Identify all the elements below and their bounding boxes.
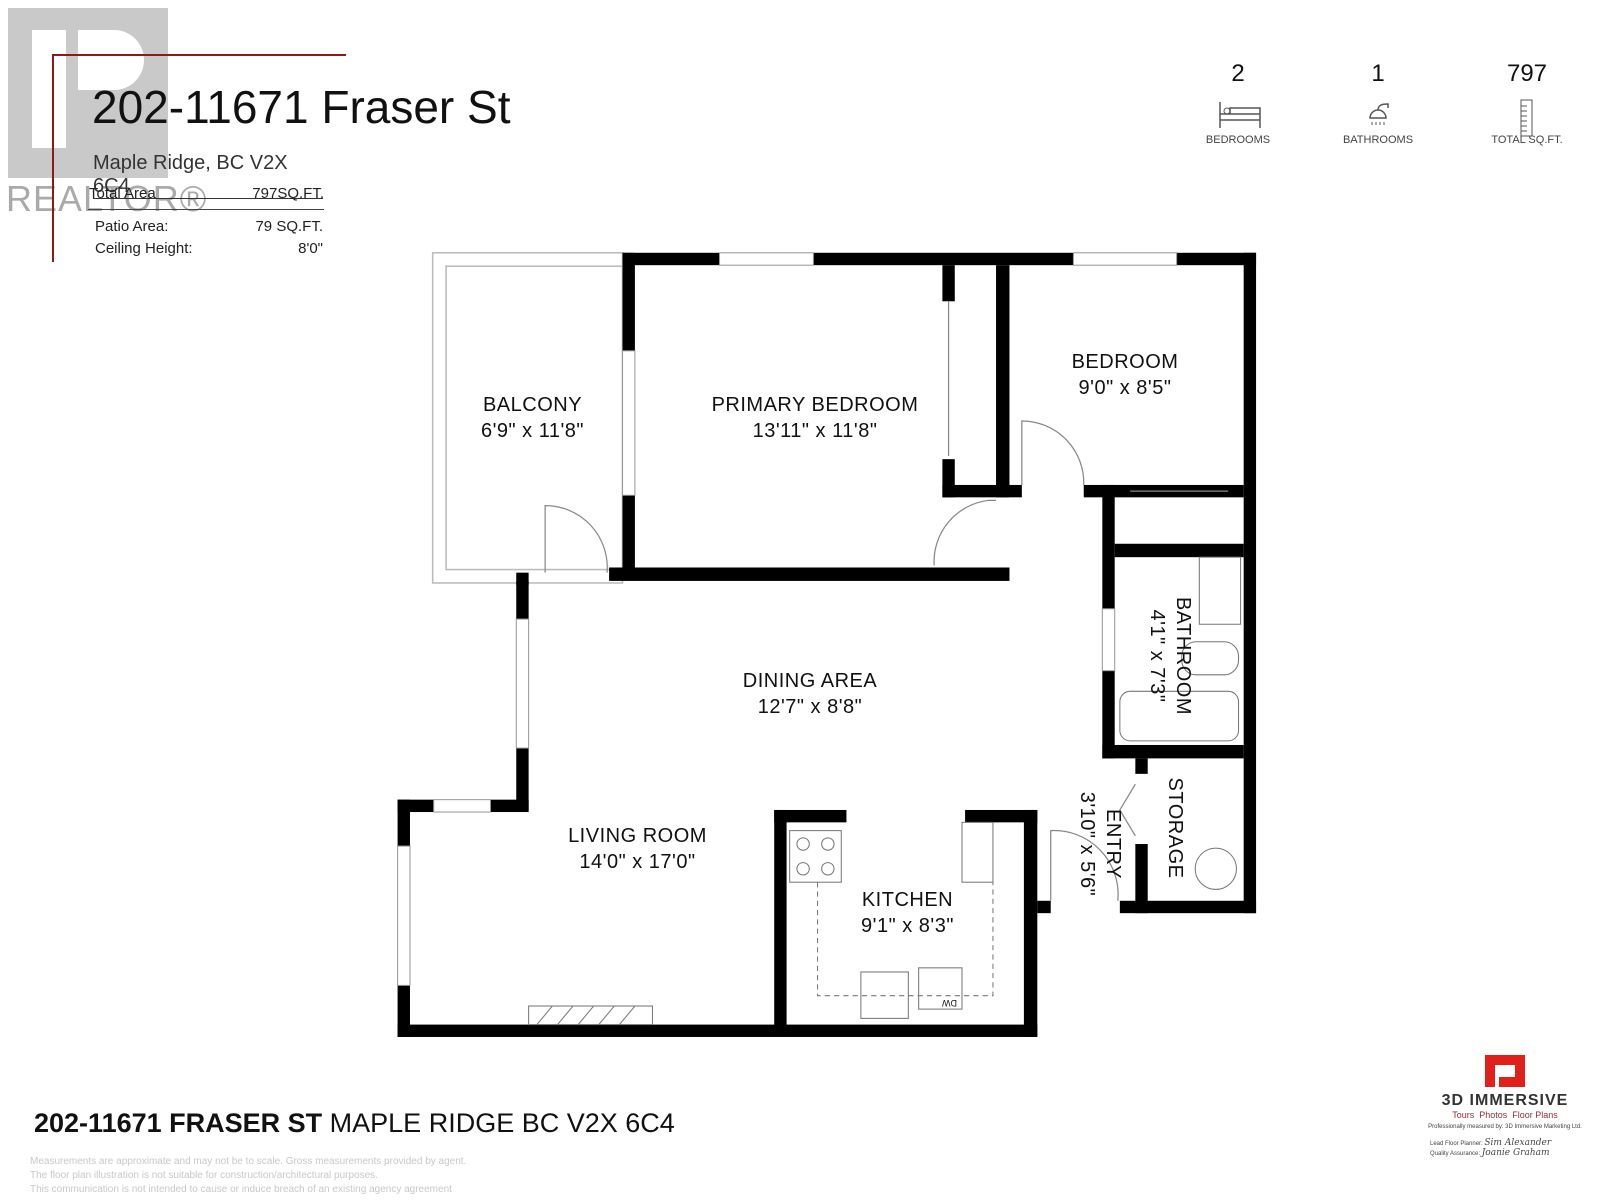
room-name: PRIMARY BEDROOM (711, 394, 919, 416)
room-size: 6'9" x 11'8" (480, 420, 585, 442)
qa-signature: Joanie Graham (1481, 1148, 1550, 1158)
stat-value: 797 (1506, 60, 1548, 87)
shower-icon (1369, 103, 1389, 125)
detail-label: Patio Area: (95, 218, 169, 235)
footer-address-city: MAPLE RIDGE BC V2X 6C4 (329, 1108, 675, 1138)
room-name: DINING AREA (742, 670, 878, 692)
detail-value: 79 SQ.FT. (255, 218, 323, 235)
page-title: 202-11671 Fraser St (92, 81, 511, 133)
brand-tagline: Tours Photos Floor Plans (1452, 1110, 1558, 1120)
dishwasher-label: DW (942, 998, 957, 1008)
room-name: BEDROOM (1071, 351, 1179, 373)
stat-total-sqft: 797 TOTAL SQ.FT. (1467, 60, 1587, 146)
room-name: LIVING ROOM (568, 825, 707, 847)
stat-label: BATHROOMS (1342, 134, 1414, 146)
realtor-logo-watermark (8, 8, 168, 178)
room-kitchen: KITCHEN 9'1" x 8'3" (835, 887, 980, 939)
footer-address: 202-11671 FRASER ST MAPLE RIDGE BC V2X 6… (34, 1108, 675, 1139)
room-name: KITCHEN (861, 889, 954, 911)
room-name: BATHROOM (1172, 596, 1194, 716)
lead-planner-label: Lead Floor Planner: (1430, 1141, 1483, 1147)
detail-value: 797SQ.FT. (252, 185, 324, 202)
disclaimer-line: Measurements are approximate and may not… (30, 1156, 467, 1167)
stat-value: 1 (1371, 60, 1385, 87)
room-name: STORAGE (1164, 777, 1186, 879)
accent-line (52, 54, 54, 262)
detail-patio-area: Patio Area: 79 SQ.FT. (95, 218, 323, 235)
room-size: 12'7" x 8'8" (757, 696, 863, 718)
bed-icon (1219, 102, 1261, 128)
room-dining-area: DINING AREA 12'7" x 8'8" (700, 668, 920, 720)
room-balcony: BALCONY 6'9" x 11'8" (450, 392, 615, 444)
detail-total-area: Total Area 797SQ.FT. (89, 185, 324, 202)
room-size: 3'10" x 5'6" (1076, 791, 1098, 897)
disclaimer-line: This communication is not intended to ca… (30, 1184, 452, 1195)
room-bedroom: BEDROOM 9'0" x 8'5" (1045, 349, 1205, 401)
room-size: 13'11" x 11'8" (752, 420, 878, 442)
qa-label: Quality Assurance: (1430, 1151, 1481, 1157)
divider (88, 209, 324, 210)
fixtures (528, 556, 1242, 1026)
brand-logo-icon (1485, 1055, 1525, 1087)
detail-ceiling-height: Ceiling Height: 8'0" (95, 240, 323, 257)
brand-block: 3D IMMERSIVE Tours Photos Floor Plans Pr… (1420, 1055, 1590, 1158)
page-subtitle: Maple Ridge, BC V2X 6C4 (93, 152, 323, 199)
room-size: 9'1" x 8'3" (861, 915, 954, 937)
lead-planner-signature: Sim Alexander (1484, 1138, 1552, 1148)
room-primary-bedroom: PRIMARY BEDROOM 13'11" x 11'8" (690, 392, 940, 444)
footer-address-street: 202-11671 FRASER ST (34, 1108, 323, 1138)
stat-label: TOTAL SQ.FT. (1491, 134, 1563, 146)
room-living-room: LIVING ROOM 14'0" x 17'0" (540, 823, 735, 875)
room-entry: ENTRY 3'10" x 5'6" (1074, 774, 1126, 914)
windows (397, 252, 1178, 986)
brand-measured-by: Professionally measured by: 3D Immersive… (1428, 1124, 1582, 1130)
stat-bedrooms: 2 BEDROOMS (1178, 60, 1298, 146)
door-swings (544, 301, 1229, 901)
room-name: ENTRY (1102, 809, 1124, 879)
room-size: 9'0" x 8'5" (1078, 377, 1172, 399)
detail-label: Ceiling Height: (95, 240, 193, 257)
room-name: BALCONY (482, 394, 583, 416)
room-size: 14'0" x 17'0" (579, 851, 696, 873)
room-storage: STORAGE (1162, 773, 1188, 883)
stat-value: 2 (1231, 60, 1245, 87)
room-size: 4'1" x 7'3" (1146, 609, 1168, 703)
accent-line (52, 54, 346, 56)
disclaimer-line: The floor plan illustration is not suita… (30, 1170, 378, 1181)
stat-bathrooms: 1 BATHROOMS (1318, 60, 1438, 146)
detail-label: Total Area (89, 185, 156, 202)
brand-name: 3D IMMERSIVE (1441, 1092, 1569, 1109)
ruler-icon (1520, 99, 1533, 137)
detail-value: 8'0" (298, 240, 323, 257)
stat-label: BEDROOMS (1205, 134, 1271, 146)
room-bathroom: BATHROOM 4'1" x 7'3" (1144, 576, 1196, 736)
